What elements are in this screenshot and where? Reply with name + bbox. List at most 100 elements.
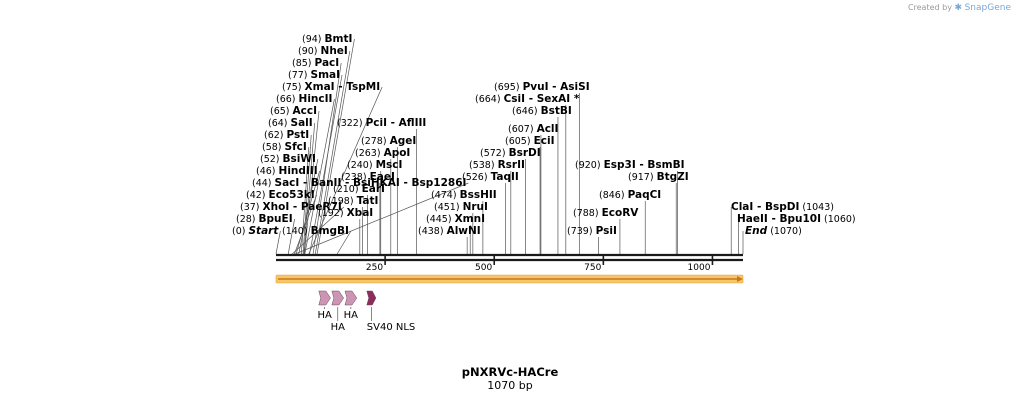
feature-label-2: HA [344, 310, 359, 321]
site-name: CsiI - SexAI * [504, 93, 580, 105]
site-name: BmtI [325, 33, 353, 45]
site-name: AgeI [390, 135, 417, 147]
site-name: TaqII [491, 171, 519, 183]
site-name: AlwNI [447, 225, 481, 237]
cut-line-15 [314, 50, 351, 255]
site-position: (445) [426, 214, 455, 225]
cut-line-17 [336, 230, 352, 255]
site-name: XmaI - TspMI [305, 81, 381, 93]
site-position: (263) [355, 148, 384, 159]
site-position: (646) [512, 106, 541, 117]
site-name: ClaI - BspDI [731, 201, 799, 213]
site-position: (65) [270, 106, 293, 117]
site-label-25: (322) PciI - AflIII [337, 117, 426, 129]
site-name: HindIII [279, 165, 318, 177]
cut-site-lines [275, 38, 744, 255]
tick-label-1: 500 [475, 263, 492, 273]
cut-line-16 [316, 38, 355, 255]
site-position: (238) [341, 172, 370, 183]
site-name: ApoI [384, 147, 411, 159]
credit-prefix: Created by [907, 3, 952, 12]
site-name: TatI [357, 195, 379, 207]
nls-feature-3 [366, 290, 377, 306]
site-name: PciI - AflIII [366, 117, 427, 129]
site-position: (0) [232, 226, 248, 237]
site-label-38: (739) PsiI [567, 225, 617, 237]
feature-label-3: SV40 NLS [367, 322, 416, 333]
site-label-20: (210) EarI [333, 183, 385, 195]
site-position: (44) [252, 178, 275, 189]
plasmid-name: pNXRVc-HACre [462, 365, 559, 379]
site-label-14: (85) PacI [292, 57, 339, 69]
site-name: SmaI [311, 69, 341, 81]
site-name: EarI [362, 183, 385, 195]
site-label-29: (474) BssHII [431, 189, 497, 201]
cut-line-10 [304, 110, 320, 255]
site-label-15: (90) NheI [298, 45, 348, 57]
site-label-6: (52) BsiWI [260, 153, 316, 165]
site-label-30: (526) TaqII [462, 171, 519, 183]
cut-line-1 [287, 218, 295, 255]
site-label-31: (538) RsrII [469, 159, 525, 171]
site-name: EaeI [370, 171, 395, 183]
site-position: (572) [480, 148, 509, 159]
site-name: PstI [287, 129, 310, 141]
site-label-41: (917) BtgZI [628, 171, 689, 183]
site-label-40: (846) PaqCI [599, 189, 661, 201]
site-name: XmnI [455, 213, 485, 225]
site-position: (846) [599, 190, 628, 201]
site-name: Esp3I - BsmBI [604, 159, 685, 171]
site-label-44: HaeII - Bpu10I (1060) [737, 213, 856, 225]
site-position: (322) [337, 118, 366, 129]
site-position: (210) [333, 184, 362, 195]
feature-label-1: HA [331, 322, 346, 333]
site-name: End [745, 225, 768, 237]
site-position: (526) [462, 172, 491, 183]
plasmid-length: 1070 bp [487, 379, 532, 392]
site-position: (75) [282, 82, 305, 93]
site-name: HaeII - Bpu10I [737, 213, 821, 225]
site-name: SfcI [285, 141, 307, 153]
site-label-28: (451) NruI [434, 201, 488, 213]
site-label-1: (28) BpuEI [236, 213, 293, 225]
site-name: AccI [293, 105, 317, 117]
site-label-23: (263) ApoI [355, 147, 410, 159]
site-label-13: (77) SmaI [288, 69, 340, 81]
site-position: (90) [298, 46, 321, 57]
site-name: BsrDI [509, 147, 541, 159]
ha-feature-1 [331, 290, 344, 306]
site-label-22: (240) MscI [347, 159, 402, 171]
site-label-45: End (1070) [745, 225, 802, 237]
cut-line-4 [295, 182, 469, 255]
site-label-33: (605) EciI [505, 135, 554, 147]
site-name: PacI [315, 57, 340, 69]
site-label-9: (64) SalI [268, 117, 313, 129]
site-name: BssHII [460, 189, 497, 201]
site-position: (920) [575, 160, 604, 171]
site-name: XbaI [347, 207, 374, 219]
site-position: (46) [256, 166, 279, 177]
site-label-18: (192) XbaI [318, 207, 373, 219]
snapgene-logo-icon: ✱ [954, 3, 963, 13]
ha-feature-0 [318, 290, 331, 306]
site-label-19: (198) TatI [328, 195, 378, 207]
site-label-24: (278) AgeI [361, 135, 416, 147]
cut-line-9 [303, 122, 316, 255]
site-label-17: (140) BmgBI [282, 225, 349, 237]
site-name: NruI [463, 201, 488, 213]
site-label-39: (788) EcoRV [573, 207, 639, 219]
site-name: PvuI - AsiSI [523, 81, 590, 93]
site-name: NheI [321, 45, 348, 57]
site-label-26: (438) AlwNI [418, 225, 481, 237]
cut-line-8 [302, 134, 312, 255]
site-name: EciI [534, 135, 555, 147]
tick-label-3: 1000 [688, 263, 711, 273]
site-name: SacI - BanII - BsiHKAI - Bsp1286I [275, 177, 467, 189]
site-position: (192) [318, 208, 347, 219]
site-position: (474) [431, 190, 460, 201]
site-label-4: (44) SacI - BanII - BsiHKAI - Bsp1286I [252, 177, 466, 189]
site-position: (85) [292, 58, 315, 69]
